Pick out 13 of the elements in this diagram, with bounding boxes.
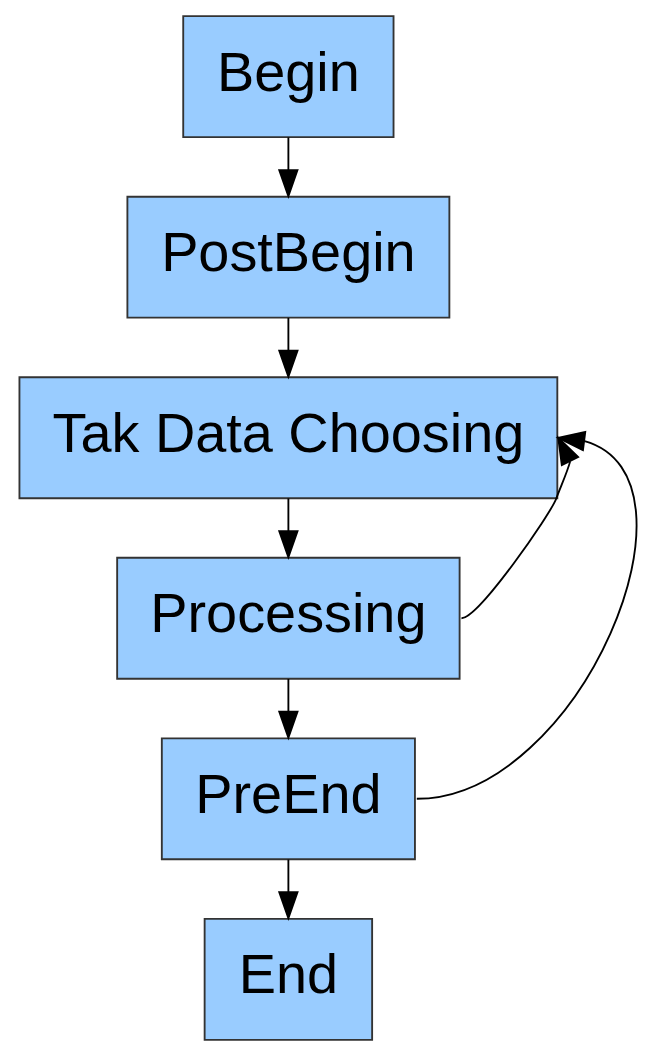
arrow [460,435,580,620]
arrow [277,497,299,560]
arrow [415,430,637,800]
node-box: End [203,917,374,1041]
node-box: Processing [116,556,461,680]
node-box: Tak Data Choosing [18,376,559,500]
node-box: PreEnd [160,737,416,861]
arrow [277,858,299,922]
arrow [277,678,299,741]
node-box: PostBegin [126,195,451,319]
node-box: Begin [182,15,395,139]
arrow [277,317,299,380]
arrow [277,136,299,199]
